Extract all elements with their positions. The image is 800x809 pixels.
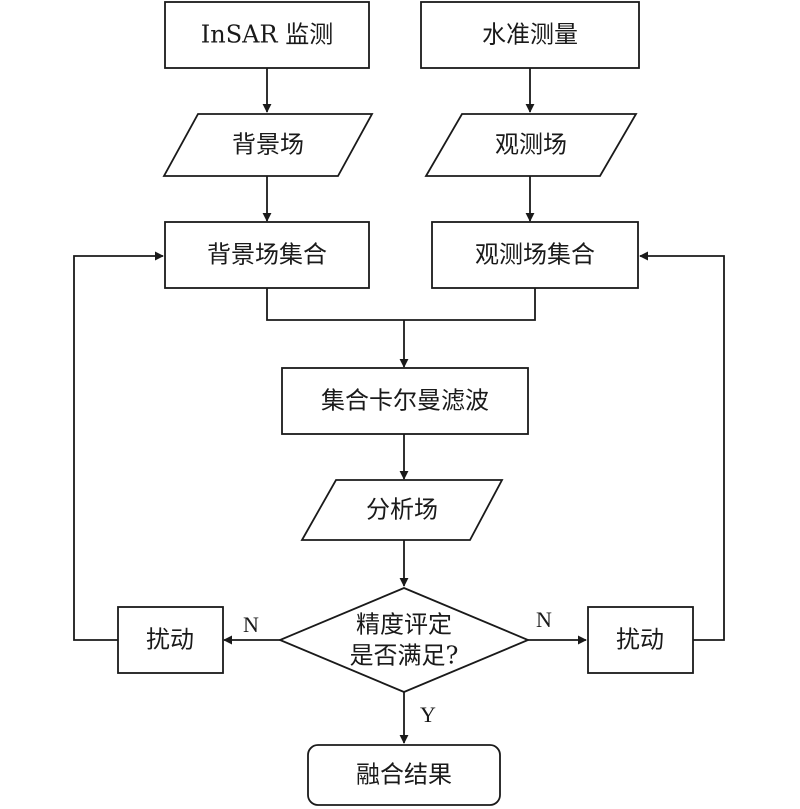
merge-line <box>266 288 536 321</box>
decision-label-line2: 是否满足? <box>350 642 459 670</box>
observation-ensemble-node <box>431 221 639 289</box>
observation-ensemble-label: 观测场集合 <box>475 241 595 269</box>
background-field-label: 背景场 <box>232 131 304 159</box>
insar-label: InSAR 监测 <box>201 21 333 49</box>
enkf-node <box>281 367 529 435</box>
feedback-left <box>73 251 164 641</box>
enkf-label: 集合卡尔曼滤波 <box>321 387 489 415</box>
result-node <box>307 744 501 806</box>
leveling-node <box>420 1 640 69</box>
yes-label: Y <box>420 702 436 727</box>
leveling-label: 水准测量 <box>482 21 578 49</box>
decision-node <box>277 587 531 693</box>
background-ensemble-node <box>164 221 370 289</box>
perturb-right-node <box>587 606 694 674</box>
no-left-label: N <box>243 612 259 637</box>
perturb-left-label: 扰动 <box>146 626 194 654</box>
analysis-field-label: 分析场 <box>366 496 438 524</box>
feedback-right <box>639 251 725 641</box>
observation-field-label: 观测场 <box>495 131 567 159</box>
insar-node <box>164 1 370 69</box>
perturb-right-label: 扰动 <box>616 626 664 654</box>
background-ensemble-label: 背景场集合 <box>207 241 327 269</box>
analysis-field-node <box>300 479 504 541</box>
observation-field-node <box>424 113 638 177</box>
result-label: 融合结果 <box>356 761 452 789</box>
decision-label-line1: 精度评定 <box>356 611 452 639</box>
background-field-node <box>162 113 374 177</box>
no-right-label: N <box>536 607 552 632</box>
perturb-left-node <box>117 606 224 674</box>
